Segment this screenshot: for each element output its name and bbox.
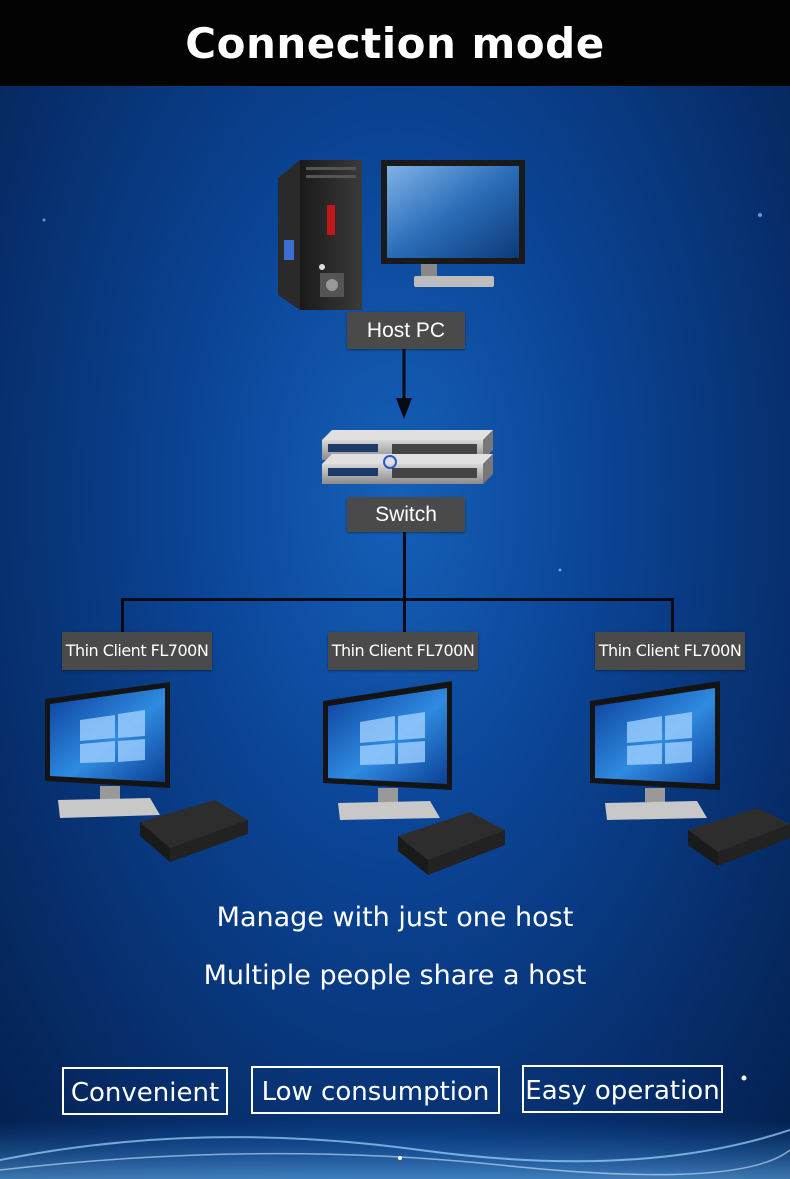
feature-convenient: Convenient <box>62 1067 228 1115</box>
tagline-share-host: Multiple people share a host <box>203 960 587 991</box>
switch-trunk-line <box>403 532 406 600</box>
page-title: Connection mode <box>185 18 605 68</box>
drop-line-1 <box>121 598 124 632</box>
header-bar: Connection mode <box>0 0 790 86</box>
distribution-bus-line <box>121 598 674 601</box>
drop-line-3 <box>671 598 674 632</box>
thin-client-label-2: Thin Client FL700N <box>328 632 478 670</box>
thin-client-label-1: Thin Client FL700N <box>62 632 212 670</box>
host-pc-label: Host PC <box>347 312 465 349</box>
thin-client-1-image <box>45 682 248 862</box>
drop-line-2 <box>403 598 406 632</box>
feature-low-consumption: Low consumption <box>251 1066 500 1114</box>
switch-image <box>322 430 493 484</box>
switch-label: Switch <box>347 497 465 532</box>
host-pc-monitor-image <box>381 160 525 287</box>
arrow-head <box>396 398 412 419</box>
tagline-one-host: Manage with just one host <box>216 902 574 933</box>
feature-easy-operation: Easy operation <box>522 1065 723 1113</box>
thin-client-3-image <box>590 681 790 866</box>
thin-client-label-3: Thin Client FL700N <box>595 632 745 670</box>
thin-client-2-image <box>323 681 505 875</box>
host-pc-tower-image <box>278 160 362 310</box>
